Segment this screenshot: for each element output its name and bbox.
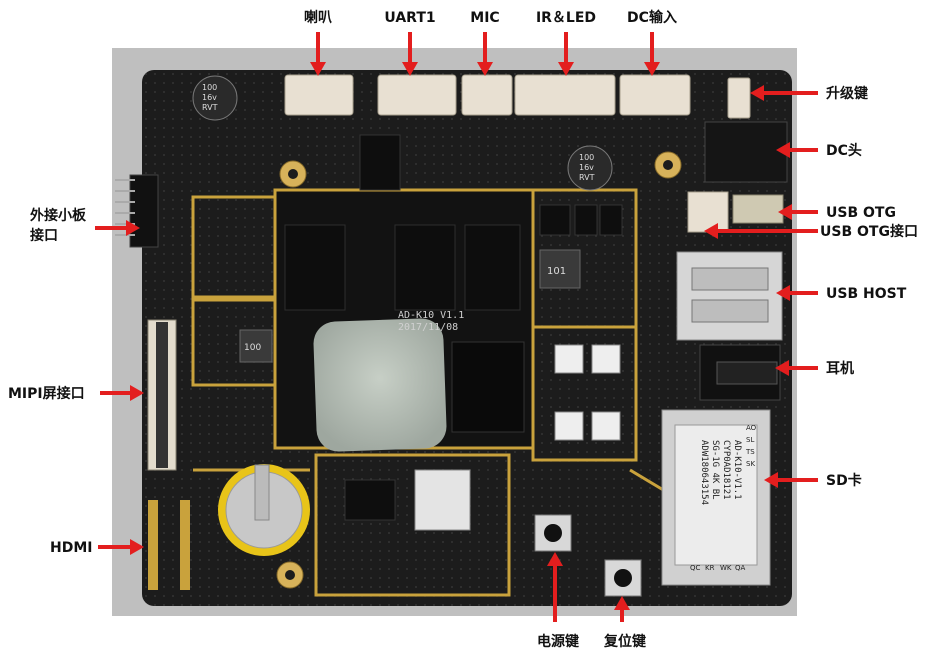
svg-text:TS: TS xyxy=(745,448,755,456)
svg-text:KR: KR xyxy=(705,564,715,572)
dc-jack xyxy=(704,121,788,183)
usb-host-port xyxy=(676,251,783,341)
label-usb-host: USB HOST xyxy=(826,286,907,302)
svg-text:16v: 16v xyxy=(202,93,217,102)
label-ir-led: IR＆LED xyxy=(536,10,596,26)
hdmi-pads xyxy=(148,500,190,590)
silkscreen-date: 2017/11/08 xyxy=(398,322,458,333)
callout-arrows xyxy=(95,32,818,622)
svg-text:SL: SL xyxy=(746,436,754,444)
label-sd-card: SD卡 xyxy=(826,472,862,489)
capacitor-2: 100 16v RVT xyxy=(567,145,613,191)
wifi-module xyxy=(414,469,471,531)
svg-text:QA: QA xyxy=(735,564,746,572)
label-hdmi: HDMI xyxy=(50,540,92,556)
label-usb-otg: USB OTG xyxy=(826,205,896,221)
label-ext-board-1: 外接小板 xyxy=(30,207,87,224)
svg-text:16v: 16v xyxy=(579,163,594,172)
label-dc-in: DC输入 xyxy=(627,9,677,26)
label-dc-jack: DC头 xyxy=(826,142,862,159)
pcb-board: AD-K10 V1.1 2017/11/08 100 16v RVT 100 1… xyxy=(115,70,792,606)
usb-otg-port xyxy=(732,194,784,224)
label-uart1: UART1 xyxy=(384,10,435,26)
label-earphone: 耳机 xyxy=(826,360,854,377)
svg-text:RVT: RVT xyxy=(202,103,218,112)
label-reset-key: 复位键 xyxy=(603,633,647,650)
capacitor-1: 100 16v RVT xyxy=(192,75,238,121)
coin-battery xyxy=(218,464,310,556)
label-upgrade-key: 升级键 xyxy=(826,85,869,102)
power-button[interactable] xyxy=(534,514,572,552)
svg-text:101: 101 xyxy=(547,266,566,277)
reset-button[interactable] xyxy=(604,559,642,597)
top-connectors xyxy=(284,74,751,119)
svg-text:100: 100 xyxy=(579,153,594,162)
label-mic: MIC xyxy=(470,10,499,26)
usb-otg-header xyxy=(687,191,729,233)
svg-text:CYP0AD18121: CYP0AD18121 xyxy=(721,440,731,500)
svg-text:QC: QC xyxy=(690,564,701,572)
label-power-key: 电源键 xyxy=(537,633,580,650)
svg-text:100: 100 xyxy=(202,83,217,92)
svg-text:AO: AO xyxy=(746,424,757,432)
svg-text:SG-1G 4K BL: SG-1G 4K BL xyxy=(710,440,720,500)
sd-card-slot: AD-K10-V1.1 CYP0AD18121 SG-1G 4K BL ADW1… xyxy=(661,409,771,586)
svg-text:RVT: RVT xyxy=(579,173,595,182)
label-speaker: 喇叭 xyxy=(304,9,332,26)
svg-text:SK: SK xyxy=(746,460,755,468)
svg-text:AD-K10-V1.1: AD-K10-V1.1 xyxy=(732,440,742,500)
svg-text:100: 100 xyxy=(244,343,261,353)
label-ext-board-2: 接口 xyxy=(30,227,58,244)
label-mipi: MIPI屏接口 xyxy=(8,385,85,402)
soc-chip xyxy=(313,318,447,452)
silkscreen-model: AD-K10 V1.1 xyxy=(398,310,464,321)
svg-text:WK: WK xyxy=(720,564,732,572)
svg-text:ADW180643154: ADW180643154 xyxy=(699,440,709,505)
callout-labels: 喇叭 UART1 MIC IR＆LED DC输入 升级键 DC头 USB OTG… xyxy=(8,9,918,650)
label-usb-otg-port: USB OTG接口 xyxy=(820,223,918,240)
